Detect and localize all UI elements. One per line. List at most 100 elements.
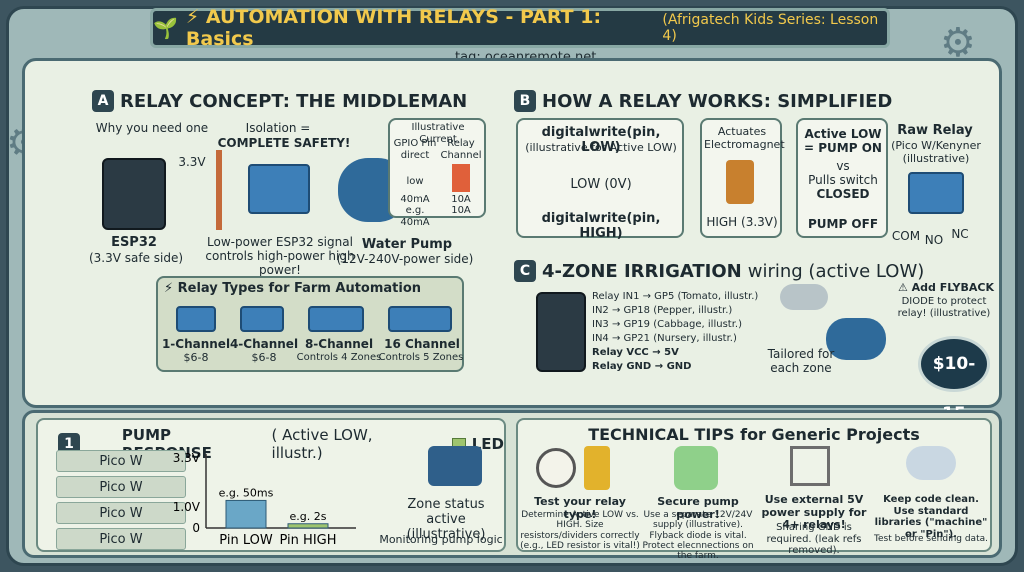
digitalwrite-low: digitalwrite(pin, LOW) (541, 125, 661, 155)
pico-label: Pico W (56, 476, 186, 498)
pump-label: Water Pump (361, 237, 453, 252)
title-banner: 🌱 ⚡ AUTOMATION WITH RELAYS - PART 1: Bas… (150, 6, 890, 50)
pico-label: Pico W (56, 502, 186, 524)
raw-relay-icon (908, 172, 964, 214)
wiring-item: Relay IN1 → GP5 (Tomato, illustr.) (592, 291, 759, 302)
pump-off-label: PUMP OFF (807, 217, 879, 231)
page-title: ⚡ AUTOMATION WITH RELAYS - PART 1: Basic… (185, 6, 602, 50)
isolation-barrier (216, 150, 222, 230)
cloud-icon (906, 446, 956, 480)
digitalwrite-high: digitalwrite(pin, HIGH) (541, 211, 661, 241)
low-voltage-label: LOW (0V) (570, 177, 632, 192)
relay-4ch-icon (240, 306, 284, 332)
relay-8ch-icon (308, 306, 364, 332)
high-voltage-label: HIGH (3.3V) (706, 215, 778, 229)
isolation-label: Isolation = (245, 121, 311, 135)
data-label: e.g. 2s (290, 510, 327, 523)
pulls-label: Pulls switch (808, 173, 878, 187)
wiring-item: Relay VCC → 5V (592, 347, 679, 358)
flyback-warning: ⚠ Add FLYBACK (897, 281, 995, 294)
technical-tips-panel: TECHNICAL TIPS for Generic Projects (516, 418, 992, 552)
section-badge: B (514, 90, 536, 112)
relay-type-name: 1-Channel (161, 337, 231, 351)
rain-cloud-icon (780, 284, 828, 310)
closed-label: CLOSED (816, 187, 870, 201)
why-label: Why you need one (95, 121, 209, 135)
current-comparison-box: Illustrative Current GPIO Pin direct Rel… (388, 118, 486, 228)
section-title: RELAY CONCEPT: THE MIDDLEMAN (120, 90, 468, 112)
y-tick-label: 3.3V (173, 451, 201, 465)
gpio-value: 40mA (400, 194, 430, 205)
wiring-item: IN4 → GP21 (Nursery, illustr.) (592, 333, 737, 344)
section-title: HOW A RELAY WORKS: SIMPLIFIED (542, 90, 893, 112)
section-title: 4-ZONE IRRIGATION (542, 260, 742, 282)
pico-label: Pico W (56, 450, 186, 472)
zone-relay-icon (428, 446, 482, 486)
tips-title: TECHNICAL TIPS for Generic Projects (588, 425, 920, 444)
section-badge: C (514, 260, 536, 282)
actuates-label: Actuates Electromagnet (704, 125, 785, 151)
relay-type-detail: Controls 4 Zones (296, 352, 382, 363)
current-title: Illustrative Current (411, 122, 465, 145)
voltage-label: 3.3V (178, 155, 206, 169)
shield-hand-icon (674, 446, 718, 490)
wiring-item: IN3 → GP19 (Cabbage, illustr.) (592, 319, 742, 330)
isolation-emphasis: COMPLETE SAFETY! (217, 136, 351, 150)
bar (287, 523, 329, 529)
gpio-low-label: low (406, 176, 424, 187)
relay-1ch-icon (176, 306, 216, 332)
power-supply-icon (790, 446, 830, 486)
stopwatch-icon (536, 448, 576, 488)
zone-pump-icon (826, 318, 886, 360)
pump-sublabel: (12V-240V-power side) (336, 252, 474, 266)
section-c-heading: C 4-ZONE IRRIGATION wiring (active LOW) (514, 260, 924, 282)
digitalwrite-low-note: (illustrative for Active LOW) (525, 141, 677, 154)
no-pin-label: NO (924, 233, 944, 247)
pico-board-icon (536, 292, 586, 372)
relay-column-label: Relay Channel (440, 138, 482, 161)
section-badge: A (92, 90, 114, 112)
section-title-note: wiring (active LOW) (747, 260, 925, 282)
wiring-item: IN2 → GP18 (Pepper, illustr.) (592, 305, 733, 316)
digitalwrite-box: digitalwrite(pin, LOW) (illustrative for… (516, 118, 684, 241)
relay-value-example: 10A (451, 205, 471, 216)
relay-type-detail: Controls 5 Zones (378, 352, 464, 363)
signal-note: Low-power ESP32 signal controls high-pow… (205, 235, 355, 277)
zone-status-label: Zone status active (illustrative) (406, 497, 486, 542)
esp32-sublabel: (3.3V safe side) (88, 251, 184, 265)
relay-value: 10A (451, 194, 471, 205)
relay-types-box: ⚡ Relay Types for Farm Automation 1-Chan… (156, 276, 464, 372)
relay-type-name: 16 Channel (384, 337, 460, 351)
tip-body: Sharing GND is required. (leak refs remo… (766, 522, 862, 556)
relay-16ch-icon (388, 306, 452, 332)
tip-head: Use external 5V power supply for 4+ rela… (761, 493, 867, 532)
relay-type-detail: $6-8 (183, 351, 209, 364)
section-b-heading: B HOW A RELAY WORKS: SIMPLIFIED (514, 90, 892, 112)
x-tick-label: Pin LOW (219, 533, 273, 548)
page-subtitle: (Afrigatech Kids Series: Lesson 4) (662, 12, 879, 44)
esp32-label: ESP32 (111, 235, 157, 250)
x-tick-label: Pin HIGH (280, 533, 337, 548)
tip-head: Secure pump power! (657, 495, 739, 521)
vs-label: vs (836, 159, 850, 173)
data-label: e.g. 50ms (219, 486, 274, 499)
y-tick-label: 1.0V (173, 500, 201, 514)
esp32-board-icon (102, 158, 166, 230)
relay-type-name: 4-Channel (229, 337, 299, 351)
tip-body: Determine Active LOW vs. HIGH. Size resi… (520, 510, 640, 552)
y-tick-label: 0 (192, 521, 200, 535)
wiring-item: Relay GND → GND (592, 361, 692, 372)
pump-state-box: Active LOW = PUMP ON vs Pulls switch CLO… (796, 118, 888, 238)
nc-pin-label: NC (951, 227, 969, 241)
tip-body: Use a separate 12V/24V supply (illustrat… (642, 510, 754, 562)
relay-type-detail: $6-8 (251, 351, 277, 364)
price-badge: $10-15 (918, 336, 990, 424)
sprout-icon: 🌱 (153, 16, 178, 40)
wiring-list: Relay IN1 → GP5 (Tomato, illustr.) IN2 → … (592, 290, 772, 374)
bar (225, 499, 267, 529)
gpio-column-label: GPIO Pin direct (393, 138, 437, 161)
pump-response-note: ( Active LOW, illustr.) (271, 426, 373, 462)
gpio-value-example: e.g. 40mA (400, 205, 430, 228)
relay-type-name: 8-Channel (304, 337, 374, 351)
